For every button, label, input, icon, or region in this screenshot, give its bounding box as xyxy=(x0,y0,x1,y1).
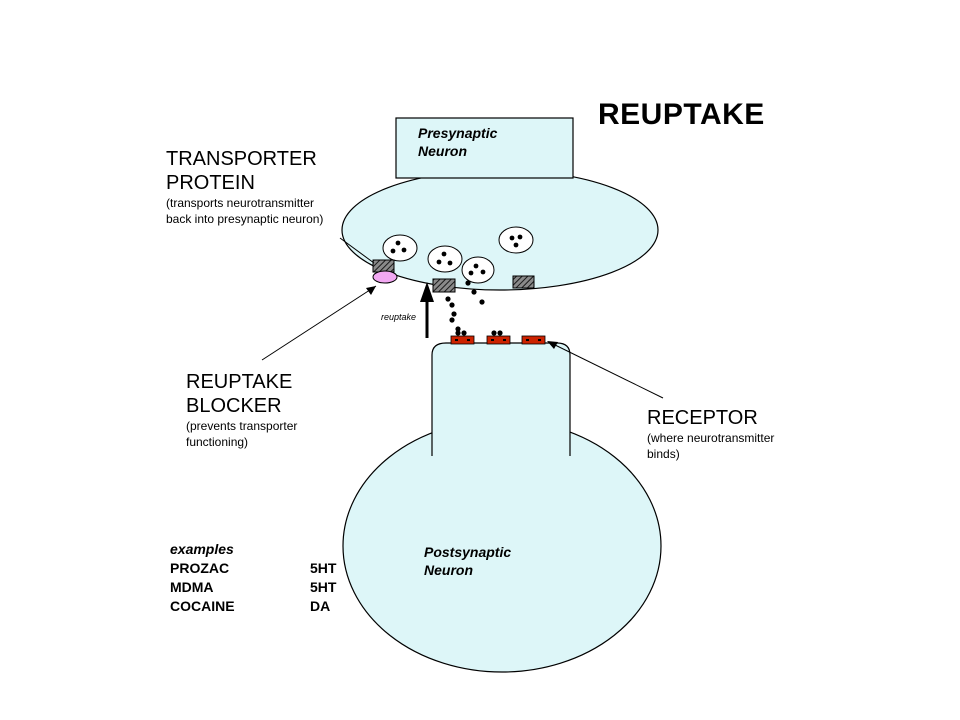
blocker-description-line1: (prevents transporter xyxy=(186,419,298,433)
example-target: 5HT xyxy=(310,579,337,595)
receptor-marks xyxy=(455,339,541,341)
reuptake-arrow-label: reuptake xyxy=(381,312,417,322)
transporter-heading-line1: TRANSPORTER xyxy=(166,148,317,170)
reuptake-blocker-molecule xyxy=(372,270,398,284)
receptor-label: RECEPTOR (where neurotransmitter binds) xyxy=(647,406,774,462)
example-row: COCAINE DA xyxy=(170,597,330,616)
bound-neurotransmitter xyxy=(455,330,503,336)
receptor-description-line2: binds) xyxy=(647,447,680,461)
transporter-description-line2: back into presynaptic neuron) xyxy=(166,212,324,226)
transporter-protein xyxy=(372,259,395,273)
example-target: 5HT xyxy=(310,560,337,576)
transporter-heading-line2: PROTEIN xyxy=(166,172,255,194)
example-row: PROZAC 5HT xyxy=(170,559,336,578)
blocker-description-line2: functioning) xyxy=(186,435,249,449)
example-target: DA xyxy=(310,598,331,614)
presynaptic-label-line2: Neuron xyxy=(418,143,467,159)
blocker-heading-line2: BLOCKER xyxy=(186,395,282,417)
presynaptic-neuron-label: Presynaptic Neuron xyxy=(418,124,497,160)
examples-section: examples PROZAC 5HT MDMA 5HT COCAINE DA xyxy=(170,540,336,616)
transporter-protein-label: TRANSPORTER PROTEIN (transports neurotra… xyxy=(166,147,323,227)
presynaptic-label-line1: Presynaptic xyxy=(418,125,498,141)
receptor-site xyxy=(450,335,475,345)
example-row: MDMA 5HT xyxy=(170,578,336,597)
presynaptic-neuron-box xyxy=(395,117,574,179)
receptor-site xyxy=(486,335,511,345)
blocker-leader-arrow-head xyxy=(366,286,376,295)
receptor-leader-line xyxy=(548,341,664,399)
vesicle xyxy=(382,234,418,262)
postsynaptic-label-line2: Neuron xyxy=(424,562,473,578)
example-drug: MDMA xyxy=(170,579,214,595)
postsynaptic-neuron-dendrite xyxy=(431,342,571,456)
examples-heading: examples xyxy=(170,541,234,557)
blocker-heading-line1: REUPTAKE xyxy=(186,371,293,393)
transporter-protein xyxy=(432,278,456,293)
example-drug: PROZAC xyxy=(170,560,230,576)
vesicle xyxy=(427,245,463,273)
postsynaptic-neuron-label: Postsynaptic Neuron xyxy=(424,543,511,579)
receptor-description-line1: (where neurotransmitter xyxy=(647,431,775,445)
vesicle xyxy=(461,256,495,284)
example-drug: COCAINE xyxy=(170,598,235,614)
receptor-leader-arrow-head xyxy=(547,341,558,349)
blocker-leader-line xyxy=(261,285,377,361)
transporter-leader-line xyxy=(339,237,375,264)
transporter-description-line1: (transports neurotransmitter xyxy=(166,196,315,210)
reuptake-blocker-label: REUPTAKE BLOCKER (prevents transporter f… xyxy=(186,370,297,450)
postsynaptic-label-line1: Postsynaptic xyxy=(424,544,512,560)
vesicle xyxy=(498,226,534,254)
receptor-heading: RECEPTOR xyxy=(647,407,758,429)
transporter-protein xyxy=(512,275,535,289)
receptor-site xyxy=(521,335,546,345)
reuptake-arrow-head xyxy=(420,282,434,302)
diagram-title: REUPTAKE xyxy=(598,98,765,131)
neurotransmitter-molecules xyxy=(445,280,485,332)
